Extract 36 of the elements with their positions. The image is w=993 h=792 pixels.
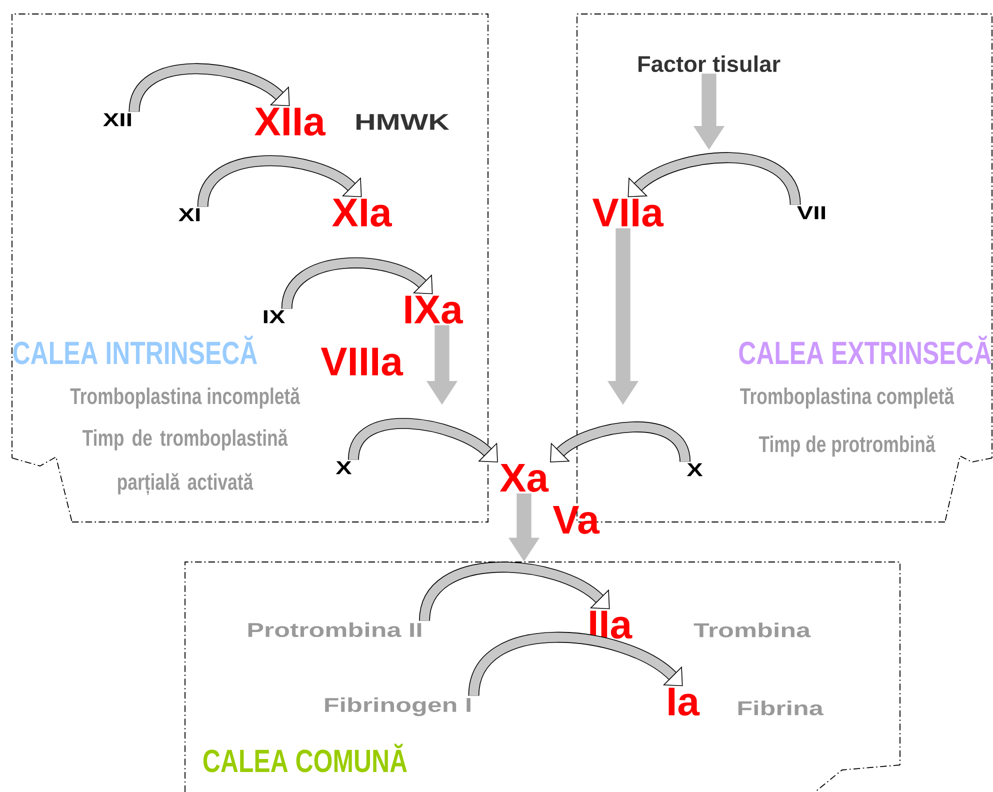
factor-label: XI: [178, 208, 200, 222]
curved-arrow: [550, 422, 690, 463]
pathway-title: CALEA EXTRINSECĂ: [739, 336, 992, 364]
factor-label: X: [686, 463, 703, 476]
curved-arrow: [348, 418, 498, 462]
protein-name: HMWK: [356, 114, 450, 130]
factor-label: Protrombina II: [248, 622, 422, 638]
pathway-title: CALEA INTRINSECĂ: [13, 336, 258, 364]
protein-name: Trombina: [694, 622, 811, 638]
factor-label: Ia: [668, 688, 700, 716]
curved-arrow: [197, 155, 362, 208]
pathway-title: CALEA COMUNĂ: [203, 744, 407, 772]
factor-label: Va: [552, 506, 600, 534]
test-name: Timp de tromboplastină parțială activată: [82, 429, 288, 495]
curved-arrow: [281, 257, 433, 310]
factor-label: XIIa: [254, 108, 326, 136]
factor-label: XII: [103, 113, 131, 126]
factor-label: X: [336, 461, 352, 474]
curved-arrow: [628, 152, 801, 206]
factor-label: VIIa: [592, 198, 664, 227]
test-name: Timp de protrombină: [758, 435, 936, 457]
curved-arrow: [468, 632, 683, 697]
protein-name: Fibrina: [738, 700, 824, 716]
factor-label: IX: [264, 310, 285, 324]
factor-label: IIa: [590, 610, 632, 639]
factor-label: Xa: [500, 464, 549, 492]
factor-label: IXa: [405, 296, 464, 324]
test-name: Tromboplastina incompletă: [70, 387, 300, 409]
factor-label: Fibrinogen I: [325, 697, 470, 716]
factor-label: Factor tisular: [638, 55, 780, 72]
curved-arrow: [419, 562, 610, 622]
curved-arrow: [128, 63, 290, 113]
factor-label: VII: [797, 206, 825, 220]
test-name: Tromboplastina completă: [740, 387, 954, 409]
factor-label: XIa: [332, 198, 392, 227]
factor-label: VIIIa: [320, 348, 404, 376]
